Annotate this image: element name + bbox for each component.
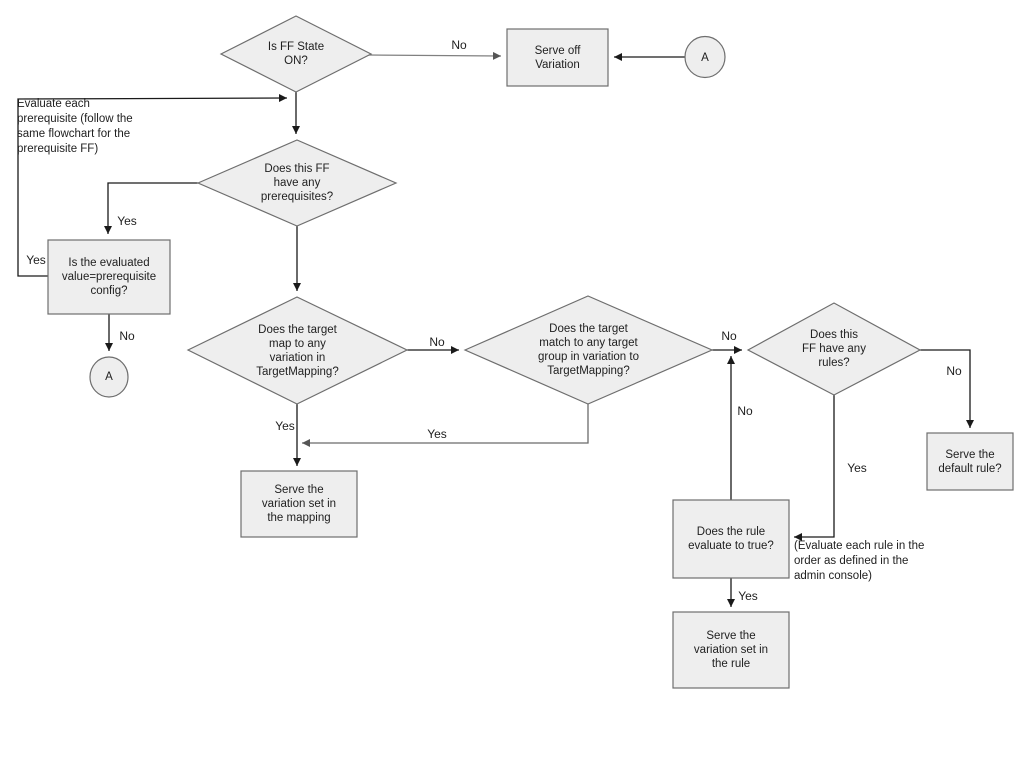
decision-is-ff-state-on xyxy=(219,15,373,93)
process-serve-variation-rule xyxy=(672,611,790,689)
edge-prereq-loop-back xyxy=(17,94,288,277)
connector-a-left xyxy=(89,356,129,398)
edge-prereq-yes xyxy=(104,182,198,234)
decision-has-rules xyxy=(746,302,922,396)
process-serve-variation-mapping xyxy=(240,470,358,538)
decision-target-map-variation xyxy=(186,296,409,405)
decision-target-match-group xyxy=(463,295,714,405)
process-evaluated-value-check xyxy=(47,239,171,315)
edge-match-yes xyxy=(302,404,589,447)
edge-rules-no xyxy=(920,349,974,428)
process-serve-default-rule xyxy=(926,432,1014,491)
decision-has-prerequisites xyxy=(196,139,398,227)
process-rule-evaluates-true xyxy=(672,499,790,579)
edge-rules-yes xyxy=(794,395,835,541)
edge-ff-off-no xyxy=(367,51,502,60)
process-serve-off-variation xyxy=(506,28,609,87)
connector-a-top xyxy=(684,35,726,79)
